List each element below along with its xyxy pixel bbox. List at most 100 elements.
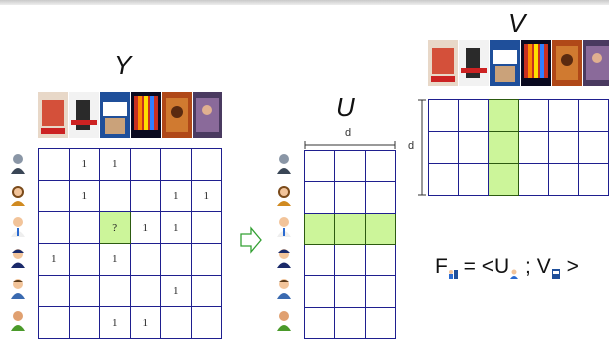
v-cell [429,164,459,196]
y-cell [39,149,70,181]
v-cell [579,132,609,164]
y-cell: 1 [130,212,161,244]
u-cell [365,307,395,338]
user-subscript-icon [509,269,519,279]
u-cell [335,151,365,182]
v-cell [519,100,549,132]
arrow-right-icon [240,226,262,254]
u-cell [305,276,335,307]
u-cell [305,244,335,275]
label-y: Y [114,52,131,78]
y-cell [130,275,161,307]
u-row [305,276,396,307]
v-cell-highlighted [489,164,519,196]
movie-poster-strip [38,92,222,138]
user-movie-subscript-icon [448,269,458,279]
y-cell [191,149,222,181]
u-cell [365,182,395,213]
label-u: U [336,94,355,120]
u-cell [305,307,335,338]
user-man-cap-icon [10,247,26,269]
v-cell [579,164,609,196]
u-user-factor-matrix [304,150,396,339]
user-man-casual-icon [10,278,26,300]
v-cell [549,132,579,164]
u-row [305,151,396,182]
u-cell [335,244,365,275]
movie-subscript-icon [551,269,561,279]
u-width-marker [304,140,396,150]
u-row [305,244,396,275]
y-cell [130,180,161,212]
u-width-label: d [345,127,351,139]
user-man-green-icon [10,310,26,332]
y-cell [69,243,100,275]
y-cell [161,149,192,181]
v-cell [519,132,549,164]
v-cell [459,164,489,196]
u-cell [365,276,395,307]
v-row [429,164,609,196]
y-cell: 1 [100,307,131,339]
top-bar [0,0,609,5]
u-cell [335,307,365,338]
v-cell-highlighted [489,100,519,132]
y-cell: 1 [191,180,222,212]
formula: F = <U ; V > [435,255,579,279]
v-row [429,132,609,164]
v-cell [429,100,459,132]
y-cell: 1 [161,275,192,307]
v-cell [549,164,579,196]
v-cell [579,100,609,132]
y-cell [191,243,222,275]
user-man-tie-icon [10,216,26,238]
y-cell: 1 [69,180,100,212]
user-man-suit-icon [276,153,292,175]
user-man-casual-icon [276,278,292,300]
user-man-tie-icon [276,216,292,238]
y-cell [69,275,100,307]
y-cell: 1 [100,243,131,275]
y-cell [161,307,192,339]
v-cell [519,164,549,196]
user-man-green-icon [276,310,292,332]
v-item-factor-matrix [428,99,609,196]
user-man-cap-icon [276,247,292,269]
y-cell: 1 [130,307,161,339]
y-cell: 1 [161,212,192,244]
u-cell [335,182,365,213]
v-row [429,100,609,132]
y-cell [39,275,70,307]
u-cell [305,182,335,213]
u-cell [335,276,365,307]
user-woman-icon [10,185,26,207]
u-cell [305,151,335,182]
y-cell: 1 [161,180,192,212]
y-cell [69,212,100,244]
y-cell [39,307,70,339]
v-cell-highlighted [489,132,519,164]
u-row [305,182,396,213]
u-cell [365,244,395,275]
y-cell: 1 [100,149,131,181]
y-cell [39,180,70,212]
v-cell [549,100,579,132]
y-cell [191,307,222,339]
y-cell [69,307,100,339]
v-cell [459,100,489,132]
u-cell [365,151,395,182]
y-cell-unknown: ? [100,212,131,244]
v-cell [429,132,459,164]
u-row [305,307,396,338]
y-row: 1 [39,275,222,307]
user-woman-icon [276,185,292,207]
y-cell [191,275,222,307]
y-cell [191,212,222,244]
u-cell-highlighted [335,213,365,244]
